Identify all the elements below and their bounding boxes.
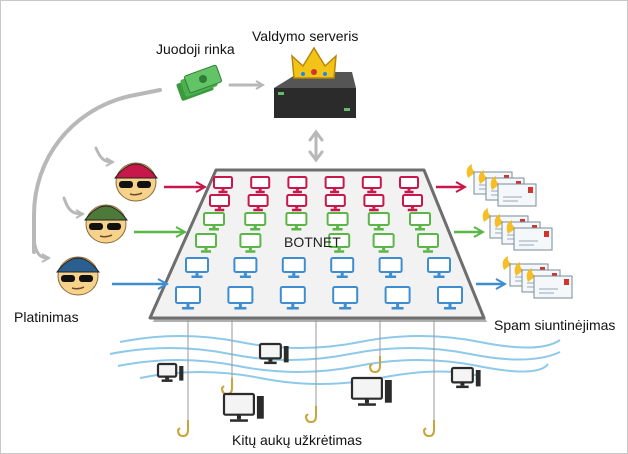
control-server-label: Valdymo serveris [252, 28, 358, 44]
computer-monitor-icon [175, 286, 201, 310]
fishing-hooks [176, 320, 435, 438]
fishing-hook-icon [422, 320, 435, 438]
computer-monitor-icon [286, 194, 308, 212]
computer-monitor-icon [258, 342, 289, 365]
computer-monitor-icon [281, 257, 306, 278]
computer-monitor-icon [185, 257, 209, 278]
hacker-head-icon [83, 204, 129, 244]
computer-monitor-icon [437, 286, 463, 310]
botnet-arrows [112, 187, 504, 284]
computer-monitor-icon [328, 233, 351, 253]
computer-monitor-icon [239, 233, 262, 253]
computer-monitor-icon [363, 194, 385, 212]
water-waves [109, 335, 561, 385]
distribution-flow-arrows [32, 85, 324, 258]
computer-monitor-icon [209, 194, 230, 212]
computer-monitor-icon [367, 212, 390, 231]
computer-monitor-icon [222, 392, 264, 422]
computer-monitor-icon [450, 366, 481, 389]
hackers [55, 162, 159, 296]
computer-monitor-icon [361, 176, 382, 194]
computer-monitor-icon [279, 286, 306, 310]
computer-monitor-icon [350, 376, 392, 406]
computer-monitor-icon [203, 212, 225, 231]
victim-computers [156, 342, 481, 422]
black-market-label: Juodoji rinka [156, 41, 235, 57]
email-envelope-icon [506, 220, 553, 251]
fishing-hook-icon [220, 320, 233, 396]
computer-monitor-icon [399, 176, 419, 194]
computer-monitor-icon [427, 257, 451, 278]
fishing-hook-icon [176, 320, 189, 438]
computer-monitor-icon [195, 233, 217, 253]
money-stack-icon [176, 64, 222, 101]
computer-monitor-icon [156, 362, 184, 382]
botnet-label: BOTNET [284, 234, 341, 250]
computer-monitor-icon [326, 212, 349, 231]
computer-monitor-icon [227, 286, 254, 310]
distribution-label: Platinimas [14, 309, 79, 325]
computer-monitor-icon [417, 233, 439, 253]
fishing-hook-icon [368, 320, 381, 374]
botnet-platform [148, 168, 487, 322]
computer-monitor-icon [409, 212, 431, 231]
hacker-head-icon [113, 162, 159, 202]
computer-monitor-icon [285, 212, 308, 231]
email-envelope-icon [526, 268, 573, 299]
hacker-head-icon [55, 256, 101, 296]
computer-monitor-icon [324, 176, 345, 194]
computer-monitor-icon [233, 257, 258, 278]
computer-monitor-icon [378, 257, 403, 278]
crown-icon [291, 46, 337, 79]
computer-monitor-icon [324, 194, 346, 212]
computer-monitor-icon [250, 176, 271, 194]
computer-monitor-icon [247, 194, 269, 212]
computer-monitor-icon [372, 233, 395, 253]
computer-monitor-icon [244, 212, 267, 231]
fishing-hook-icon [304, 320, 317, 424]
computer-monitor-icon [213, 176, 233, 194]
other-victims-infection-label: Kitų aukų užkrėtimas [232, 432, 362, 448]
spam-envelopes [466, 164, 573, 299]
email-envelope-icon [490, 176, 537, 207]
computer-monitor-icon [384, 286, 411, 310]
computer-monitor-icon [287, 176, 308, 194]
spam-sending-label: Spam siuntinėjimas [494, 317, 615, 333]
computer-monitor-icon [330, 257, 355, 278]
botnet-computers [175, 176, 463, 310]
computer-monitor-icon [332, 286, 359, 310]
computer-monitor-icon [402, 194, 423, 212]
control-server-icon [274, 72, 356, 118]
